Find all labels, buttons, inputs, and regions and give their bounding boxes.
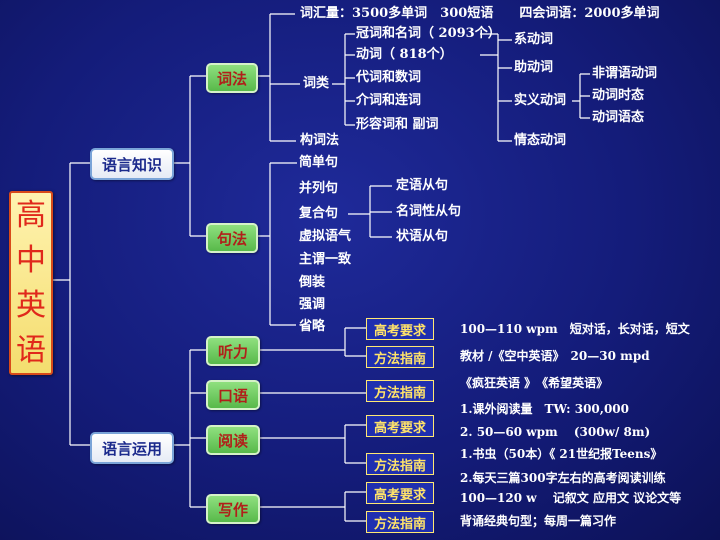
word-formation: 构词法 [300, 133, 340, 148]
word-class-label: 词类 [303, 76, 330, 91]
notional-verb-item: 动词语态 [592, 110, 645, 125]
verb-type: 情态动词 [514, 133, 567, 148]
branch-usage: 语言运用 [90, 432, 174, 464]
writing-requirement-text: 100—120 w 记叙文 应用文 议论文等 [460, 491, 682, 505]
syntax-item: 主谓一致 [299, 252, 352, 267]
node-lexicon: 词法 [206, 63, 258, 93]
node-reading: 阅读 [206, 425, 260, 455]
reading-requirement-line: 2. 50—60 wpm (300w/ 8m) [460, 425, 651, 439]
root-node: 高 中 英 语 [9, 191, 53, 375]
node-syntax: 句法 [206, 223, 258, 253]
listening-requirement-tag: 高考要求 [366, 318, 434, 340]
speaking-method-tag: 方法指南 [366, 380, 434, 402]
syntax-item: 简单句 [299, 155, 339, 170]
word-class-item: 代词和数词 [356, 70, 422, 85]
syntax-item: 虚拟语气 [299, 229, 352, 244]
syntax-item: 并列句 [299, 181, 339, 196]
syntax-item: 倒装 [299, 275, 326, 290]
node-listening: 听力 [206, 336, 260, 366]
clause-item: 状语从句 [396, 229, 449, 244]
reading-requirement-line: 1.课外阅读量 TW: 300,000 [460, 402, 630, 416]
writing-requirement-tag: 高考要求 [366, 482, 434, 504]
writing-method-text: 背诵经典句型；每周一篇习作 [460, 514, 617, 528]
listening-requirement-text: 100—110 wpm 短对话，长对话，短文 [460, 322, 690, 336]
listening-method-tag: 方法指南 [366, 346, 434, 368]
syntax-item: 复合句 [299, 206, 339, 221]
root-char: 中 [16, 242, 46, 278]
syntax-item: 省略 [299, 319, 326, 334]
clause-item: 定语从句 [396, 178, 449, 193]
word-class-item: 形容词和 副词 [356, 117, 439, 132]
root-char: 语 [16, 332, 46, 368]
notional-verb-item: 非谓语动词 [592, 66, 658, 81]
reading-method-line: 1.书虫（50本）《 21世纪报Teens》 [460, 447, 663, 461]
speaking-method-text: 《疯狂英语 》 《希望英语》 [460, 376, 609, 390]
syntax-item: 强调 [299, 297, 326, 312]
vocab-text: 词汇量：3500多单词 300短语 四会词语：2000多单词 [300, 6, 660, 21]
root-char: 英 [16, 287, 46, 323]
verb-type: 系动词 [514, 32, 554, 47]
word-class-item: 冠词和名词（ 2093个） [356, 26, 501, 41]
reading-method-line: 2.每天三篇300字左右的高考阅读训练 [460, 471, 666, 485]
reading-method-tag: 方法指南 [366, 453, 434, 475]
word-class-item: 介词和连词 [356, 93, 422, 108]
node-speaking: 口语 [206, 380, 260, 410]
writing-method-tag: 方法指南 [366, 511, 434, 533]
notional-verb-item: 动词时态 [592, 88, 645, 103]
root-char: 高 [16, 197, 46, 233]
verb-type: 实义动词 [514, 93, 567, 108]
listening-method-text: 教材 /《空中英语》 20—30 mpd [460, 349, 650, 363]
verb-type: 助动词 [514, 60, 554, 75]
clause-item: 名词性从句 [396, 204, 462, 219]
word-class-item: 动词（ 818个） [356, 47, 453, 62]
branch-knowledge: 语言知识 [90, 148, 174, 180]
node-writing: 写作 [206, 494, 260, 524]
reading-requirement-tag: 高考要求 [366, 415, 434, 437]
